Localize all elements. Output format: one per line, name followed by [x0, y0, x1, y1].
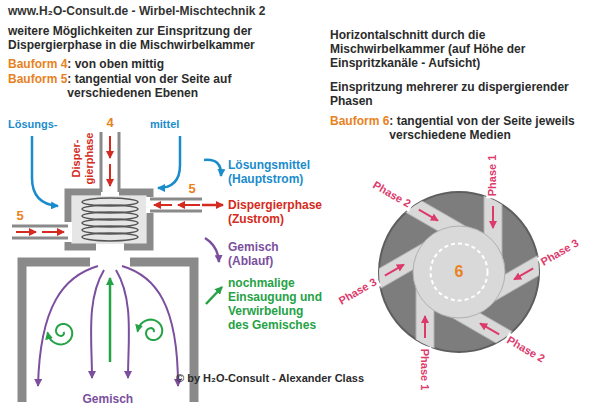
legend-text: Gemisch (Ablauf)	[228, 240, 324, 268]
channel-flow-arrow	[480, 323, 499, 334]
chamber-wall	[68, 192, 101, 222]
mixer-side-view	[12, 132, 202, 402]
legend-text: Dispergierphase (Zustrom)	[228, 198, 324, 226]
cross-section	[334, 152, 585, 392]
variant-name: Bauform 4	[8, 57, 67, 71]
channel-flow-arrow	[424, 316, 426, 338]
solvent-flow-arrow	[158, 136, 180, 188]
channel-flow-arrow	[492, 206, 494, 228]
flow-label: Gemisch	[83, 392, 134, 406]
variant-name: Bauform 5	[8, 72, 67, 86]
section-subheading: Einspritzung mehrerer zu dispergierender…	[330, 80, 580, 108]
dispersion-flow-arrow	[178, 204, 200, 206]
variant-description: : von oben mittig	[67, 57, 164, 71]
recirculation-spiral	[48, 324, 73, 344]
mixture-flow-arrow	[38, 266, 98, 386]
flow-label: mittel	[150, 118, 179, 131]
inner-ring	[413, 226, 505, 318]
copyright-note: © by H₂O-Consult - Alexander Class	[176, 372, 364, 385]
dispersion-flow-arrow	[154, 204, 172, 206]
section-heading: Horizontalschnitt durch die Mischwirbelk…	[330, 28, 580, 70]
mixture-flow-arrow	[122, 266, 178, 386]
mixture-flow-arrow	[116, 270, 129, 378]
phase-label: Phase 3	[335, 274, 381, 308]
recirculation-arrow	[109, 278, 112, 362]
side-inlet-pipe	[12, 226, 68, 238]
chamber-interior	[72, 196, 146, 244]
legend-samples	[202, 160, 223, 304]
phase-label: Phase 2	[503, 333, 549, 367]
channel-flow-arrow	[514, 268, 533, 279]
dispersion-flow-arrow	[109, 136, 111, 158]
legend-sample	[202, 204, 223, 207]
phase-label: Phase 1	[486, 152, 499, 198]
mixture-flow-arrow	[91, 270, 104, 378]
solvent-flow-arrow	[32, 136, 58, 206]
page-title: www.H₂O-Consult.de - Wirbel-Mischtechnik…	[8, 4, 265, 18]
phase-label: Phase 1	[418, 346, 431, 392]
housing-wall	[22, 262, 90, 402]
channel-flow-arrow	[419, 210, 438, 221]
side-inlet-pipe	[150, 199, 202, 211]
legend-sample	[204, 160, 221, 176]
callout-number: 6	[455, 263, 464, 281]
chamber-outline-circle	[431, 244, 488, 301]
flow-label: Disper-	[70, 139, 83, 177]
intro-text: weitere Möglichkeiten zur Einspritzung d…	[8, 24, 300, 52]
chamber-wall	[119, 192, 150, 197]
dispersion-flow-arrow	[109, 136, 111, 186]
dispersion-flow-arrow	[16, 231, 36, 233]
legend-text: Lösungsmittel (Hauptstrom)	[228, 158, 324, 186]
center-chamber: 6	[429, 242, 489, 302]
flow-label: Lösungs-	[8, 118, 58, 131]
legend-sample	[205, 238, 219, 262]
flow-label: gierphase	[83, 132, 96, 184]
channel-flow-arrow	[385, 265, 404, 276]
chamber-wall	[68, 242, 96, 247]
chamber-wall	[124, 213, 150, 247]
legend-sample	[206, 287, 222, 304]
channel-flow-arrows	[385, 206, 533, 338]
callout-number: 5	[189, 181, 196, 197]
phase-label: Phase 2	[369, 177, 415, 211]
phase-label: Phase 3	[537, 236, 583, 270]
variant-description: : tangential von der Seite jeweils versc…	[389, 114, 584, 142]
top-inlet-pipe	[101, 132, 119, 192]
legend-text: nochmalige Einsaugung und Verwirbelung d…	[228, 276, 324, 332]
variant-description: : tangential von der Seite auf verschied…	[67, 72, 300, 100]
recirculation-spirals	[48, 320, 163, 345]
callout-number: 4	[107, 115, 114, 131]
coil-winding	[82, 233, 138, 241]
recirculation-spiral	[138, 320, 163, 340]
dispersion-flow-arrow	[42, 231, 64, 233]
callout-number: 5	[17, 208, 24, 224]
vortex-coil	[82, 198, 138, 241]
injection-channels	[334, 152, 585, 392]
variant-name: Bauform 6	[330, 114, 389, 128]
